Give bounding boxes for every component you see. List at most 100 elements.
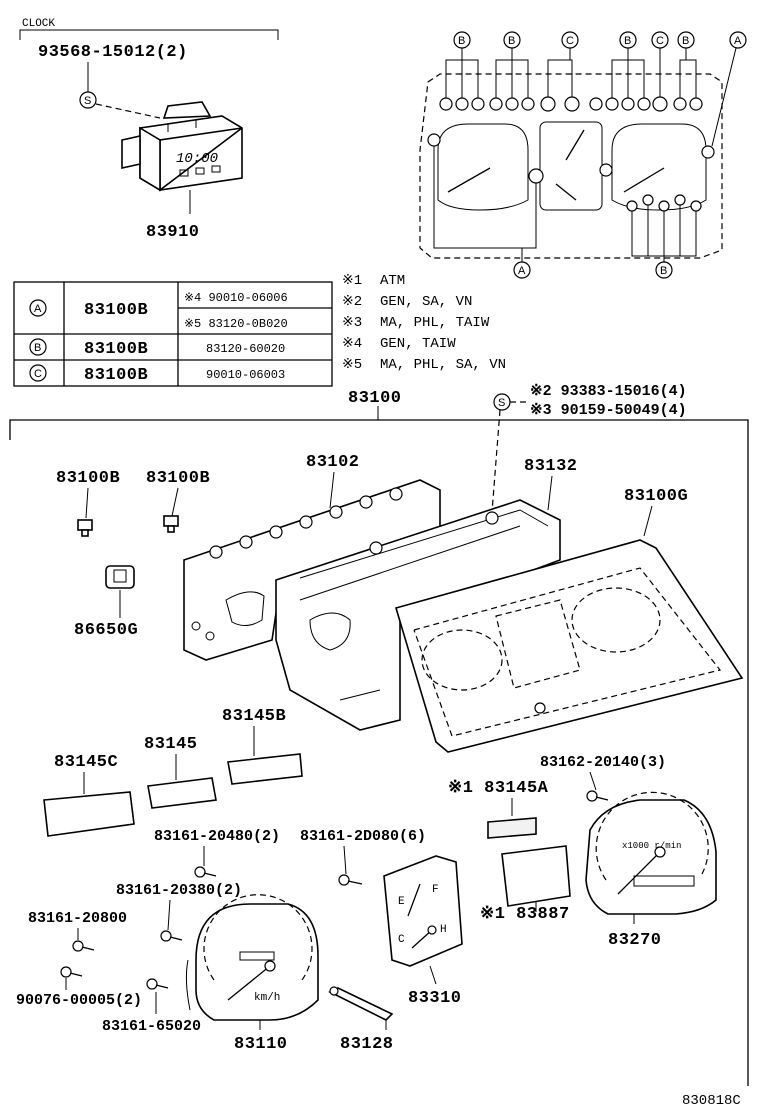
- clock-label: CLOCK: [22, 18, 55, 30]
- plate-83887: [501, 845, 571, 907]
- tachometer-83270: x1000 r/min: [585, 791, 717, 915]
- filter-83145: [147, 777, 217, 809]
- knob-rod-83128: [328, 986, 394, 1021]
- clock-unit-drawing: 10:00: [121, 101, 243, 192]
- legend-sub-b: 83120-60020: [206, 342, 285, 356]
- temp-h-label: H: [440, 924, 447, 936]
- svg-text:B: B: [682, 35, 689, 47]
- part-86650G: 86650G: [74, 621, 138, 640]
- socket-86650G: [105, 565, 135, 589]
- temp-c-label: C: [398, 934, 405, 946]
- note-mark-4: ※4: [342, 336, 362, 352]
- clock-part-number: 83910: [146, 223, 200, 242]
- part-83162: 83162-20140(3): [540, 754, 666, 771]
- svg-text:B: B: [458, 35, 465, 47]
- part-83110: 83110: [234, 1035, 288, 1054]
- fuel-e-label: E: [398, 896, 405, 908]
- part-83145B: 83145B: [222, 707, 286, 726]
- leader-dashed: [95, 103, 161, 119]
- part-83161-20800: 83161-20800: [28, 910, 127, 927]
- part-83145C: 83145C: [54, 753, 118, 772]
- clock-screw-part: 93568-15012(2): [38, 43, 188, 62]
- svg-text:A: A: [518, 265, 526, 277]
- part-83161-20480: 83161-20480(2): [154, 828, 280, 845]
- note-text-5: MA, PHL, SA, VN: [380, 357, 506, 373]
- callout-b-2: B: [495, 31, 529, 98]
- cluster-outline: [419, 73, 723, 259]
- part-83161-20380: 83161-20380(2): [116, 882, 242, 899]
- note-mark-5: ※5: [342, 357, 362, 373]
- legend-symbol-b: [29, 338, 47, 356]
- bulb-row: [427, 96, 715, 212]
- screw-83161-20380: [160, 930, 183, 942]
- clock-display: 10:00: [176, 151, 218, 167]
- part-83161-65020: 83161-65020: [102, 1018, 201, 1035]
- legend-part-c: 83100B: [84, 366, 148, 385]
- notes-list: ※1 ATM ※2 GEN, SA, VN ※3 MA, PHL, TAIW ※…: [342, 273, 506, 373]
- filter-83145C: [43, 791, 135, 837]
- screw-83161-20480: [194, 866, 217, 878]
- legend-part-a: 83100B: [84, 301, 148, 320]
- svg-text:S: S: [498, 397, 505, 409]
- note-text-4: GEN, TAIW: [380, 336, 456, 352]
- callout-a-bottom: A: [433, 146, 537, 279]
- legend-sub-a-1: ※4 90010-06006: [184, 291, 288, 305]
- svg-text:A: A: [34, 303, 42, 315]
- figure-code: 830818C: [682, 1093, 741, 1109]
- fuel-f-label: F: [432, 884, 439, 896]
- svg-text:B: B: [660, 265, 667, 277]
- svg-text:C: C: [656, 35, 664, 47]
- part-83145A: ※1 83145A: [448, 779, 549, 798]
- part-83132: 83132: [524, 457, 578, 476]
- svg-text:C: C: [34, 368, 42, 380]
- svg-text:A: A: [734, 35, 742, 47]
- note-mark-3: ※3: [342, 315, 362, 331]
- screw-parts-callout: S ※2 93383-15016(4) ※3 90159-50049(4): [491, 383, 687, 513]
- bulb-socket-1: [77, 519, 93, 537]
- screw-83161-2D080: [338, 874, 363, 886]
- svg-text:C: C: [566, 35, 574, 47]
- filter-83145B: [227, 753, 303, 785]
- note-mark-1: ※1: [342, 273, 362, 289]
- speedometer-83110: km/h: [185, 894, 319, 1021]
- svg-text:B: B: [624, 35, 631, 47]
- part-83270: 83270: [608, 931, 662, 950]
- screw-marker-s: [79, 91, 97, 109]
- note-mark-2: ※2: [342, 294, 362, 310]
- legend-symbol-a: [29, 299, 47, 317]
- screw-part-line2: ※3 90159-50049(4): [530, 402, 687, 419]
- note-text-3: MA, PHL, TAIW: [380, 315, 490, 331]
- screw-part-line1: ※2 93383-15016(4): [530, 383, 687, 400]
- screw-leader: [491, 409, 501, 513]
- callout-b-bottom: B: [631, 205, 697, 279]
- callout-c-1: C: [547, 31, 579, 97]
- bulb-layout-diagram: B B C B C B A A: [419, 31, 747, 279]
- note-text-1: ATM: [380, 273, 405, 289]
- part-83102: 83102: [306, 453, 360, 472]
- legend-part-b: 83100B: [84, 340, 148, 359]
- tacho-label: x1000 r/min: [622, 841, 681, 851]
- callout-b-4: B: [677, 31, 697, 98]
- screw-83161-65020: [146, 978, 169, 990]
- screw-83162: [586, 790, 609, 802]
- part-83100G: 83100G: [624, 487, 688, 506]
- legend-sub-a-2: ※5 83120-0B020: [184, 317, 288, 331]
- svg-text:B: B: [34, 342, 41, 354]
- callout-c-2: C: [651, 31, 669, 97]
- filter-83145A: [487, 817, 537, 839]
- callout-b-3: B: [611, 31, 645, 98]
- svg-text:B: B: [508, 35, 515, 47]
- callout-b-1: B: [445, 31, 479, 98]
- part-83310: 83310: [408, 989, 462, 1008]
- part-90076: 90076-00005(2): [16, 992, 142, 1009]
- fuel-temp-gauge-83310: E F C H: [383, 855, 463, 967]
- callout-a-top: A: [711, 31, 747, 147]
- housing-83132: [275, 499, 561, 731]
- assembly-part-number: 83100: [348, 389, 402, 408]
- note-text-2: GEN, SA, VN: [380, 294, 472, 310]
- part-83128: 83128: [340, 1035, 394, 1054]
- part-83887: ※1 83887: [480, 905, 570, 924]
- legend-table: A 83100B ※4 90010-06006 ※5 83120-0B020 B…: [13, 281, 333, 387]
